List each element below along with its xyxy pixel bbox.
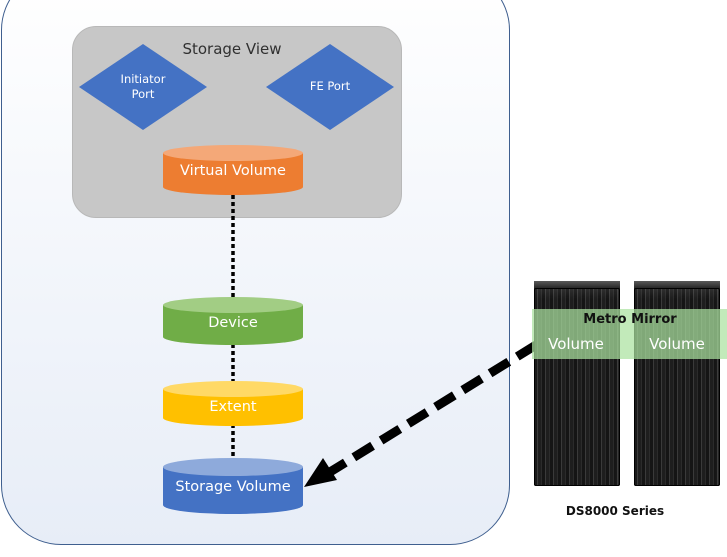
- storage-volume-label: Storage Volume: [175, 479, 291, 495]
- fe-port-label: FE Port: [309, 79, 351, 93]
- rack-left-top: [534, 281, 620, 289]
- initiator-port-label: Initiator Port: [108, 72, 178, 102]
- virtual-volume-label: Virtual Volume: [180, 163, 286, 179]
- metro-mirror-band: [532, 309, 727, 359]
- volume-left-label: Volume: [548, 335, 604, 353]
- replication-arrow-head: [304, 458, 337, 487]
- initiator-port-label-line1: Initiator: [120, 72, 166, 86]
- volume-right-label: Volume: [649, 335, 705, 353]
- storage-volume-cylinder: [163, 458, 303, 514]
- extent-label: Extent: [209, 399, 257, 415]
- initiator-port-diamond: [79, 44, 207, 130]
- metro-mirror-label: Metro Mirror: [583, 312, 677, 327]
- fe-port-diamond: [266, 44, 394, 130]
- device-cylinder: [163, 297, 303, 345]
- rack-right-top: [634, 281, 720, 289]
- device-label: Device: [208, 315, 258, 331]
- initiator-port-label-line2: Port: [131, 87, 155, 101]
- virtual-volume-cylinder: [163, 145, 303, 195]
- storage-view-title: Storage View: [182, 40, 282, 58]
- ds8000-series-label: DS8000 Series: [565, 504, 665, 518]
- replication-arrow-line: [327, 341, 539, 476]
- extent-cylinder: [163, 381, 303, 426]
